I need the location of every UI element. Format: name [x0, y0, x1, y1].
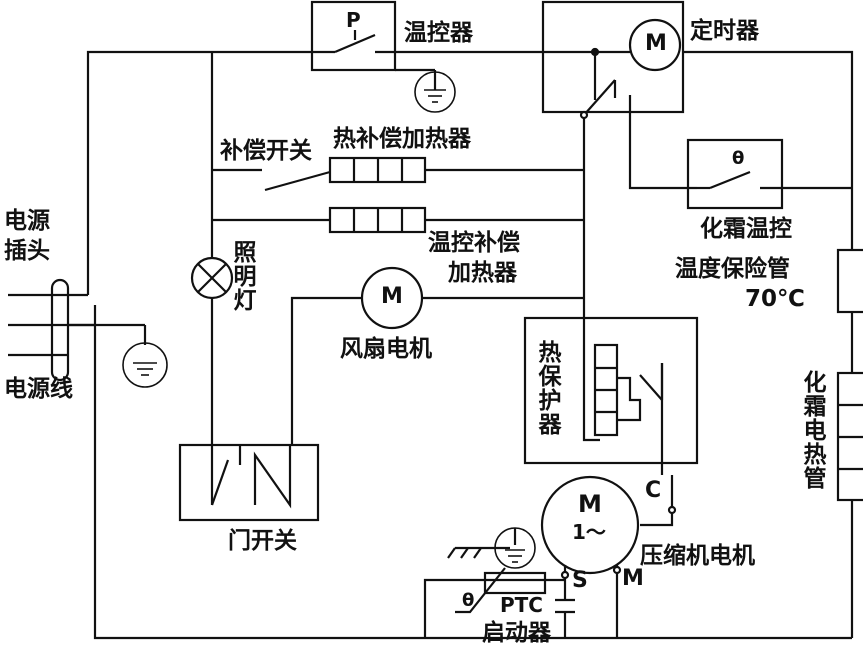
temp-fuse-rating: 70℃	[745, 286, 805, 312]
fan-motor-circle	[360, 266, 424, 330]
terminal-s-symbol: S	[572, 568, 588, 593]
door-switch-label: 门开关	[228, 528, 297, 554]
thermostat-p-symbol: P	[346, 8, 361, 32]
power-plug	[8, 278, 168, 388]
thermal-protector-box	[523, 316, 699, 465]
compressor-symbol	[447, 475, 677, 580]
thermo-comp-heater-label-2: 加热器	[448, 260, 517, 286]
compressor-phase-symbol: 1～	[572, 520, 606, 544]
ptc-starter-label: 启动器	[482, 620, 551, 646]
door-switch-symbol	[178, 443, 320, 522]
defrost-thermostat-label: 化霜温控	[700, 216, 792, 242]
terminal-c-symbol: C	[645, 478, 662, 503]
comp-heater-label: 热补偿加热器	[333, 126, 471, 152]
timer-m-symbol: M	[645, 31, 667, 56]
compressor-m-symbol: M	[578, 490, 602, 518]
fan-motor-label: 风扇电机	[340, 336, 432, 362]
temp-fuse-symbol	[836, 248, 863, 314]
lamp-label: 照明灯	[229, 240, 255, 312]
terminal-m-symbol: M	[622, 566, 644, 591]
power-cord-label: 电源线	[4, 376, 73, 402]
temp-fuse-label: 温度保险管	[675, 256, 790, 282]
power-plug-label-1: 电源	[4, 208, 50, 234]
ptc-theta-symbol: θ	[462, 590, 475, 611]
fan-m-symbol: M	[381, 284, 403, 309]
defrost-heater-symbol	[836, 371, 863, 502]
timer-label: 定时器	[690, 18, 759, 44]
thermostat-label: 温控器	[404, 20, 473, 46]
power-plug-label-2: 插头	[4, 238, 50, 264]
thermal-protector-label: 热保护器	[534, 340, 560, 436]
comp-switch-label: 补偿开关	[220, 138, 312, 164]
main-wires	[86, 50, 854, 640]
defrost-thermostat-box	[686, 138, 784, 210]
defrost-theta-symbol: θ	[732, 148, 745, 169]
thermo-comp-heater	[328, 206, 427, 234]
timer-box	[541, 0, 685, 120]
ptc-resistor	[483, 571, 547, 595]
thermostat-box	[310, 0, 456, 113]
compressor-motor-label: 压缩机电机	[640, 543, 755, 569]
thermo-comp-heater-label-1: 温控补偿	[428, 230, 520, 256]
defrost-heater-label: 化霜电热管	[799, 370, 825, 490]
lamp-symbol	[190, 256, 234, 300]
comp-heater	[328, 156, 427, 184]
ptc-text-symbol: PTC	[500, 593, 543, 617]
